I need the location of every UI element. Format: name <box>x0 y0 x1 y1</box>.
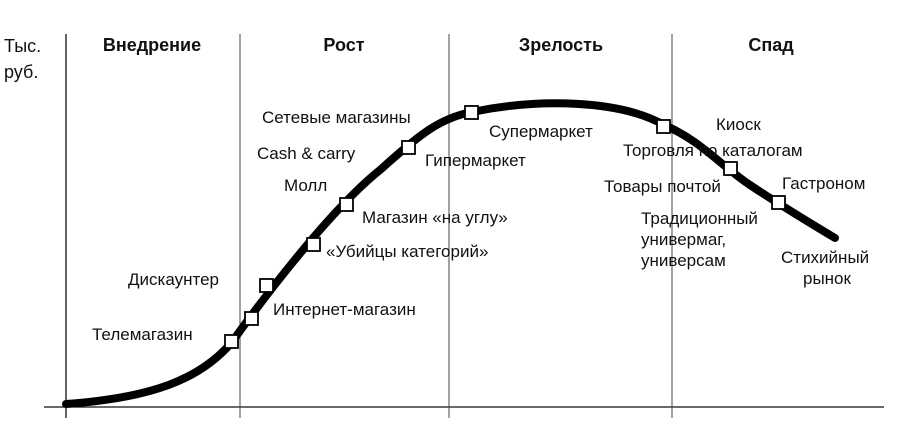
marker-telemagazin <box>224 334 239 349</box>
phase-heading-growth: Рост <box>323 35 364 55</box>
label-internet: Интернет-магазин <box>273 300 416 319</box>
label-traditional-1: Традиционный <box>641 209 758 228</box>
marker-ubiytsy <box>306 237 321 252</box>
y-unit-label: Тыс. <box>4 36 41 56</box>
label-moll: Молл <box>284 176 327 195</box>
marker-internet <box>244 311 259 326</box>
phase-heading-introduction: Внедрение <box>103 35 201 55</box>
label-telemagazin: Телемагазин <box>92 325 193 344</box>
phase-heading-decline: Спад <box>748 35 794 55</box>
label-super: Супермаркет <box>489 122 593 141</box>
y-unit-label-2: руб. <box>4 62 38 82</box>
marker-super <box>464 105 479 120</box>
phase-heading-maturity: Зрелость <box>519 35 603 55</box>
label-pochta: Товары почтой <box>604 177 721 196</box>
label-ubiytsy: «Убийцы категорий» <box>326 242 488 261</box>
label-setevye: Сетевые магазины <box>262 108 411 127</box>
label-giper: Гипермаркет <box>425 151 526 170</box>
marker-na-uglu <box>339 197 354 212</box>
label-gastronom: Гастроном <box>782 174 865 193</box>
label-rynok-1: Стихийный <box>781 248 869 267</box>
label-rynok-2: рынок <box>803 269 852 288</box>
marker-pochta <box>723 161 738 176</box>
marker-diskaunter <box>259 278 274 293</box>
label-cash-carry: Cash & carry <box>257 144 356 163</box>
label-traditional-2: универмаг, <box>641 230 726 249</box>
marker-gastronom <box>771 195 786 210</box>
curve-markers <box>224 105 786 349</box>
marker-katalogi <box>656 119 671 134</box>
label-na-uglu: Магазин «на углу» <box>362 208 508 227</box>
label-traditional-3: универсам <box>641 251 726 270</box>
marker-giper <box>401 140 416 155</box>
label-diskaunter: Дискаунтер <box>128 270 219 289</box>
label-kiosk: Киоск <box>716 115 761 134</box>
label-katalogi: Торговля по каталогам <box>623 141 803 160</box>
